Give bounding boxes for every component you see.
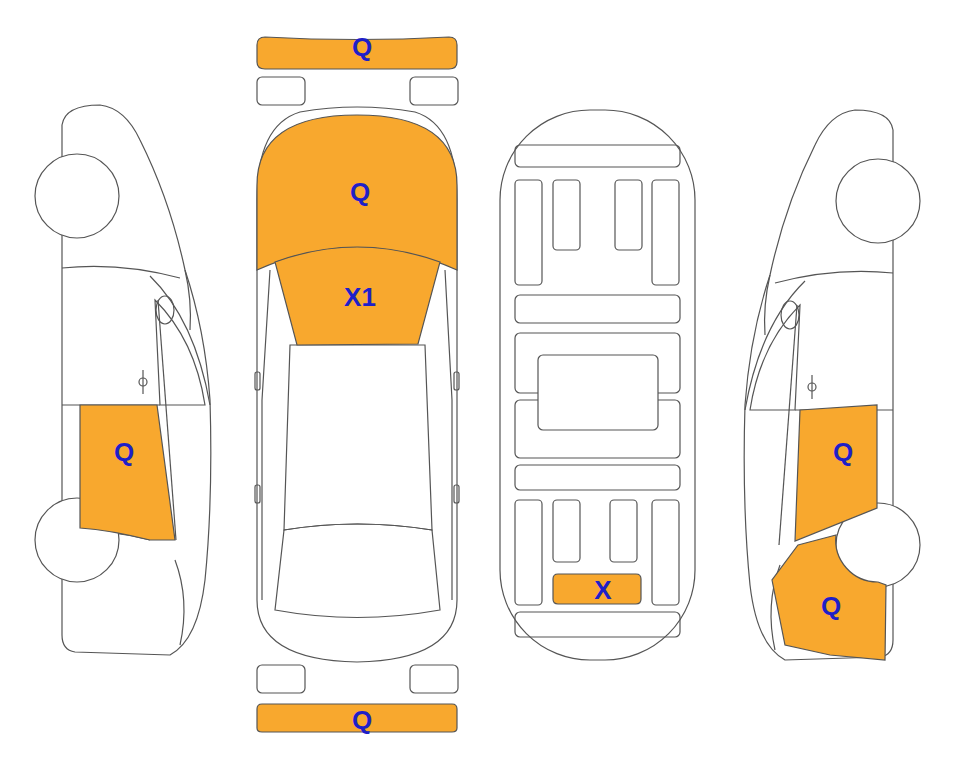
- damage-fill: [794, 404, 878, 541]
- damage-code: Q: [352, 34, 372, 60]
- damage-code: Q: [350, 179, 370, 205]
- damage-fill: [79, 404, 176, 541]
- damage-code: Q: [114, 439, 134, 465]
- damage-code: Q: [352, 707, 372, 733]
- damage-area: Q: [771, 505, 887, 661]
- damage-code: X1: [344, 284, 376, 310]
- damage-area: X: [552, 573, 642, 606]
- damage-area: Q: [257, 37, 457, 70]
- damage-area: X1: [274, 230, 441, 346]
- damage-fill: [771, 505, 887, 661]
- damage-area: Q: [794, 404, 878, 541]
- damage-code: X: [594, 577, 611, 603]
- damage-area: Q: [257, 704, 457, 733]
- damage-code: Q: [833, 439, 853, 465]
- damage-area: Q: [79, 404, 176, 541]
- damage-code: Q: [821, 593, 841, 619]
